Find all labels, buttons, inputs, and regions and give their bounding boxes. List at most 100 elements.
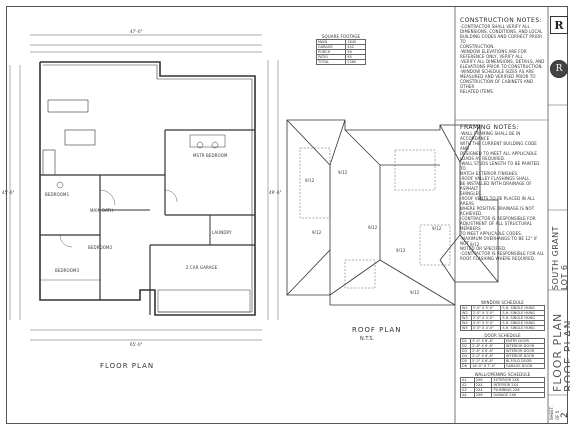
note-line: -CONTRACTOR SHALL VERIFY ALL <box>460 24 530 29</box>
note-line: RELATED ITEMS. <box>460 89 495 94</box>
logo-letter: R <box>554 18 564 32</box>
note-line: DESIGNED TO MEET ALL APPLICABLE <box>460 151 537 156</box>
sqft-total-label: TOTAL <box>315 59 347 65</box>
sqft-total-value: 2385 <box>345 59 366 65</box>
roof-pitch-2: 9/12 <box>338 170 348 175</box>
table-cell: A4 <box>460 392 475 398</box>
floor-plan-drawing <box>9 34 279 341</box>
roof-plan-scale: N.T.S. <box>360 336 375 342</box>
room-laundry: LAUNDRY <box>212 230 232 235</box>
dim-top-overall: 47'-0" <box>130 29 143 34</box>
note-line: -WALL FRAMING SHALL BE IN ACCORDANCE <box>460 131 521 141</box>
project-lot: LOT 6 <box>560 225 569 291</box>
note-line: ACHIEVED. <box>460 211 483 216</box>
project-line1: SOUTH GRANT <box>551 226 560 290</box>
room-garage: 2 CAR GARAGE <box>186 265 218 270</box>
sheet-title-2: ROOF PLAN <box>562 292 570 392</box>
note-line: MEASURED AND VERIFIED PRIOR TO <box>460 74 536 79</box>
table-cell: 5'-0" X 4'-0" <box>470 325 502 331</box>
door-schedule-title: DOOR SCHEDULE <box>484 333 521 338</box>
project-line2: LOT 6 <box>560 264 569 291</box>
note-line: -CONTRACTOR IS RESPONSIBLE FOR ALL <box>460 251 545 256</box>
table-cell: GARAGE 2X6 <box>491 392 545 398</box>
note-line: CONSTRUCTION. <box>460 44 495 49</box>
table-cell: 16'-0" X 7'-0" <box>470 363 505 369</box>
framing-notes-title: FRAMING NOTES: <box>460 124 519 131</box>
note-line: ADJUSTMENT OF ALL STRUCTURAL MEMBERS <box>460 221 533 231</box>
table-cell: W5 <box>460 325 472 331</box>
note-line: NOTED OR SPECIFIED. <box>460 246 507 251</box>
sheet-label-text: SHEET: <box>549 406 554 420</box>
roof-plan-label: ROOF PLAN <box>352 326 402 334</box>
project-name: SOUTH GRANT <box>551 215 560 290</box>
room-bedroom2: BEDROOM2 <box>88 245 113 250</box>
room-master-bedroom: MSTR BEDROOM <box>193 153 228 158</box>
window-schedule-title: WINDOW SCHEDULE <box>481 300 524 305</box>
floor-plan-label: FLOOR PLAN <box>100 362 155 370</box>
construction-notes-title: CONSTRUCTION NOTES: <box>460 17 543 24</box>
dim-left-overall: 45'-6" <box>2 190 15 195</box>
company-seal: R <box>550 60 568 78</box>
dim-bottom-overall: 65'-0" <box>130 342 143 347</box>
note-line: ROOF FLASHING WHERE REQUIRED. <box>460 256 536 261</box>
framing-notes: FRAMING NOTES: -WALL FRAMING SHALL BE IN… <box>460 124 545 261</box>
note-line: BUILDING CODES AND CORRECT PRIOR TO <box>460 34 543 44</box>
sheet-border <box>6 6 568 424</box>
room-main-bath: MAIN BATH <box>90 208 114 213</box>
note-line: MATCH EXTERIOR FINISHES. <box>460 171 519 176</box>
sheet-number: 2 <box>560 402 570 418</box>
note-line: -VERIFY ALL DIMENSIONS, DETAILS, AND <box>460 59 545 64</box>
roof-pitch-6: 9/12 <box>470 242 480 247</box>
note-line: CONSTRUCTION OF CABINETS AND OTHER <box>460 79 534 89</box>
roof-pitch-7: 9/12 <box>410 290 420 295</box>
roof-pitch-3: 9/12 <box>368 225 378 230</box>
roof-pitch-5: 9/12 <box>432 226 442 231</box>
roof-pitch-1: 9/12 <box>312 230 322 235</box>
note-line: TO MEET APPLICABLE CODES. <box>460 231 523 236</box>
roof-plan-drawing <box>286 119 499 306</box>
note-line: DIMENSIONS, CONDITIONS, AND LOCAL <box>460 29 543 34</box>
note-line: LOADS AS REQUIRED. <box>460 156 506 161</box>
note-line: BE INSTALLED WITH DRAINAGE OF ASPHALT <box>460 181 532 191</box>
company-logo: R <box>550 16 568 34</box>
sheet-number-text: 2 <box>560 412 570 418</box>
note-line: -WINDOW ELEVATIONS ARE FOR <box>460 49 527 54</box>
note-line: -CONTRACTOR IS RESPONSIBLE FOR <box>460 216 536 221</box>
table-cell: D6 <box>459 363 472 369</box>
room-bedroom1: BEDROOM1 <box>45 192 70 197</box>
note-line: -MAXIMUM OVERHANGS TO BE 12" IF NOT <box>460 236 538 246</box>
note-line: ELEVATIONS PRIOR TO CONSTRUCTION. <box>460 64 543 69</box>
note-line: SHINGLES. <box>460 191 483 196</box>
sheet-title-line2: ROOF PLAN <box>562 319 570 392</box>
table-cell: GARAGE DOOR <box>503 363 546 369</box>
note-line: REFERENCE ONLY, VERIFY ALL <box>460 54 523 59</box>
wall-schedule-title: WALL/OPENING SCHEDULE <box>474 372 531 377</box>
sheet-label: SHEET: <box>549 398 554 420</box>
note-line: -WINDOW SCHEDULE SIZES AS ARE <box>460 69 535 74</box>
note-line: WITH THE CURRENT BUILDING CODE AND <box>460 141 537 151</box>
square-footage-title: SQUARE FOOTAGE <box>321 34 361 39</box>
dim-right-overall: 49'-6" <box>269 190 282 195</box>
table-cell: 2X6 <box>473 392 493 398</box>
construction-notes: CONSTRUCTION NOTES: -CONTRACTOR SHALL VE… <box>460 17 545 94</box>
note-line: WHERE POSITIVE DRAINAGE IS NOT <box>460 206 535 211</box>
